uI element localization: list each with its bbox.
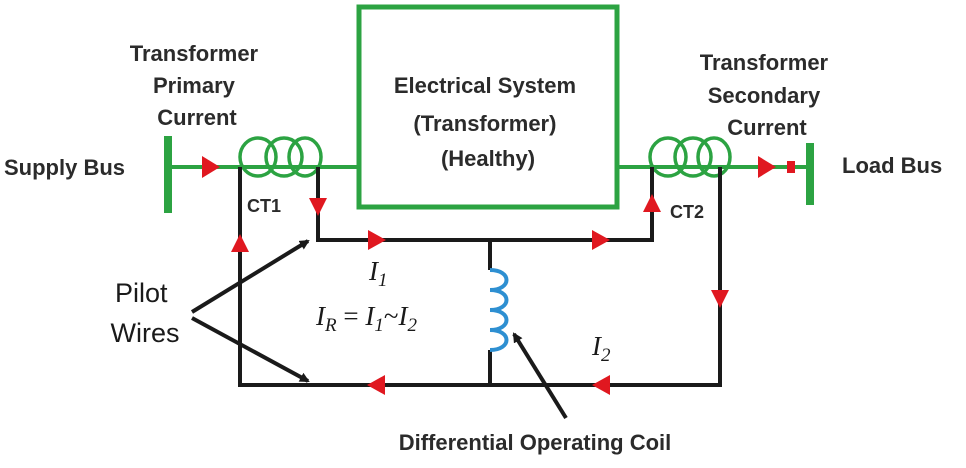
pilot-wires-label: Pilot Wires — [111, 278, 180, 348]
secondary-current-label: Transformer Secondary Current — [700, 50, 835, 140]
i1-label: I1 — [368, 256, 388, 291]
ct2-coil — [648, 136, 732, 178]
arrow-left-up — [231, 234, 249, 252]
coil-label: Differential Operating Coil — [399, 430, 672, 455]
coil-pointer — [512, 332, 568, 420]
supply-bus-label: Supply Bus — [4, 155, 125, 180]
primary-current-label: Transformer Primary Current — [130, 41, 265, 130]
load-bus-label: Load Bus — [842, 153, 942, 178]
pilot-wires-pointer-upper — [190, 239, 310, 314]
arrow-ct1-down — [309, 198, 327, 216]
electrical-system-box — [356, 4, 620, 210]
arrow-i1-top-left — [368, 230, 386, 250]
arrow-i1-top-right — [592, 230, 610, 250]
ct1-coil — [238, 136, 323, 178]
pilot-wires-pointer-lower — [191, 316, 310, 383]
system-box-label: Electrical System (Transformer) (Healthy… — [394, 73, 582, 171]
ir-equation: IR = I1~I2 — [315, 301, 417, 336]
arrow-right-down — [711, 290, 729, 308]
arrow-ct2-up — [643, 194, 661, 212]
arrow-supply-in — [202, 156, 220, 178]
ct2-label: CT2 — [670, 202, 704, 222]
arrow-bottom-left — [367, 375, 385, 395]
arrow-bottom-right — [592, 375, 610, 395]
differential-operating-coil — [489, 268, 509, 352]
arrow-load-out — [758, 156, 776, 178]
load-bus-mark — [787, 161, 795, 173]
i2-label: I2 — [591, 331, 611, 366]
ct1-label: CT1 — [247, 196, 281, 216]
